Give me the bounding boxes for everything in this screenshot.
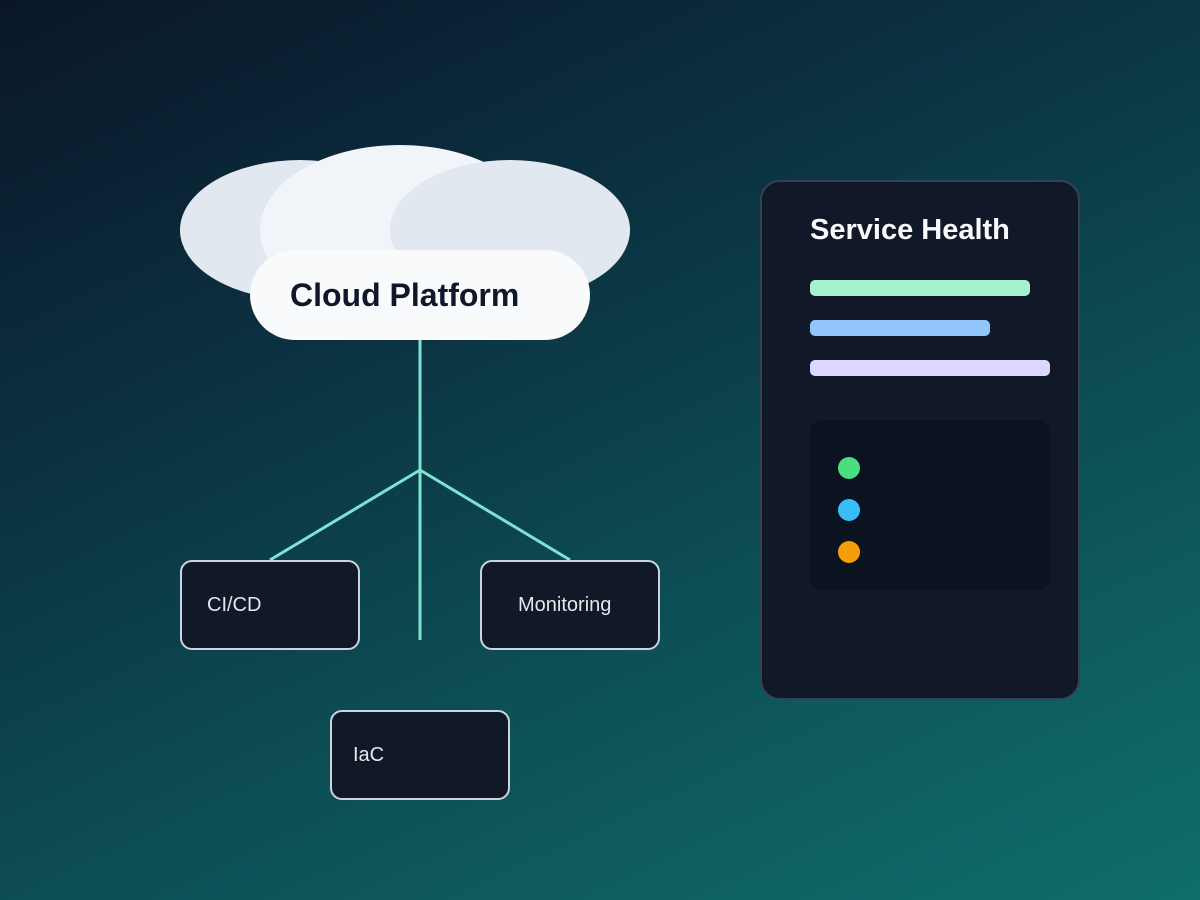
cloud-platform-node: Cloud Platform xyxy=(250,250,590,340)
metric-bar-2 xyxy=(810,320,1050,336)
status-indicator-box xyxy=(810,420,1050,590)
metric-bar-1-fill xyxy=(810,280,1031,296)
node-monitoring-label: Monitoring xyxy=(518,593,612,616)
service-health-title: Service Health xyxy=(810,214,1010,246)
node-cicd: CI/CD xyxy=(180,560,360,650)
cloud-platform-label: Cloud Platform xyxy=(290,276,520,313)
metric-bar-3 xyxy=(810,360,1050,376)
node-iac: IaC xyxy=(330,710,510,800)
status-dot-blue xyxy=(838,499,860,521)
status-dot-amber xyxy=(838,541,860,563)
metric-bar-3-fill xyxy=(810,360,1050,376)
node-monitoring: Monitoring xyxy=(480,560,660,650)
connector-to-monitoring xyxy=(419,468,571,562)
service-health-panel: Service Health xyxy=(760,180,1080,700)
metric-bar-1 xyxy=(810,280,1050,296)
status-dot-green xyxy=(838,457,860,479)
node-iac-label: IaC xyxy=(353,743,385,766)
node-cicd-label: CI/CD xyxy=(207,593,262,616)
metric-bar-2-fill xyxy=(810,320,990,336)
connector-to-cicd xyxy=(269,468,421,562)
